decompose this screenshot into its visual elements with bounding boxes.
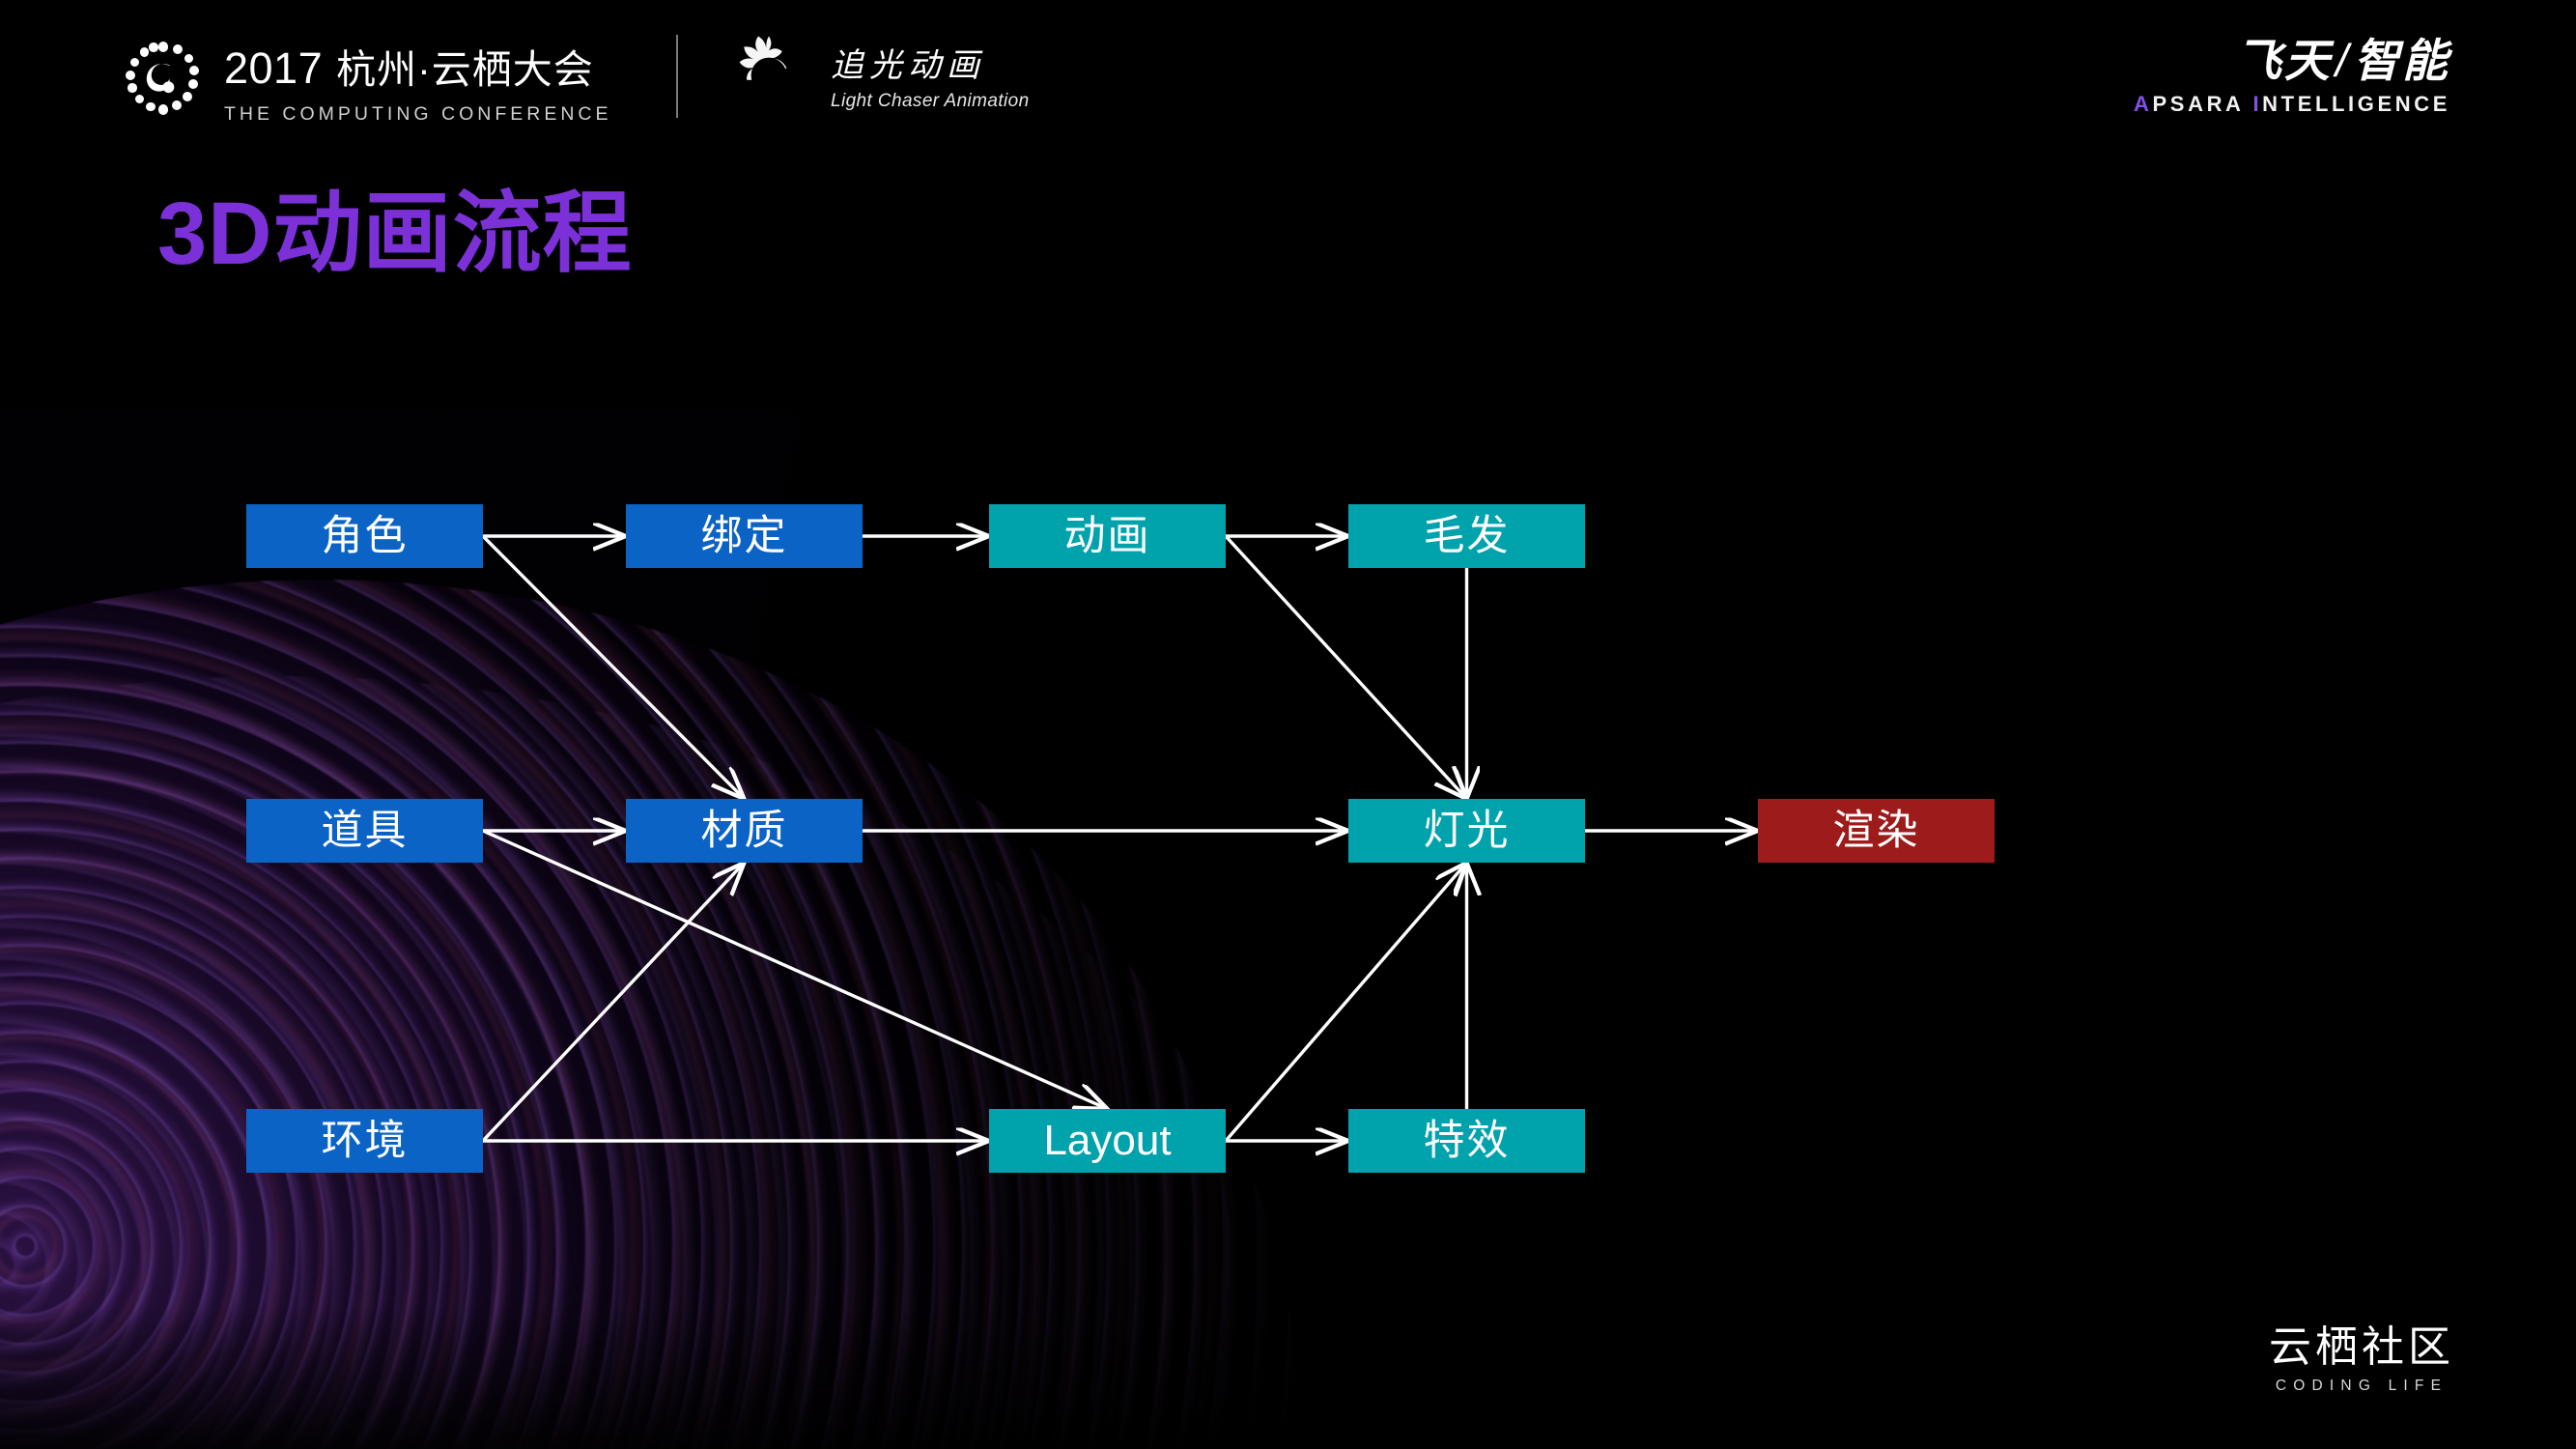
partner-logo: 追光动画 Light Chaser Animation [724,31,1030,120]
flow-node-label: 绑定 [700,512,788,559]
flow-edge-character-to-material [481,534,743,798]
conference-year: 2017 [224,43,324,93]
conference-logo: 2017 杭州·云栖大会 THE COMPUTING CONFERENCE [125,37,612,126]
flow-edge-layout-to-lighting [1224,865,1465,1143]
conference-name-cn: 杭州·云栖大会 [336,47,594,92]
flow-edge-environment-to-material [481,864,743,1143]
flow-node-label: 环境 [321,1117,409,1164]
background-bottom-fade [0,1304,2576,1449]
brand-name-en-ntelligence: NTELLIGENCE [2262,91,2450,116]
watermark-name-en: CODING LIFE [2275,1378,2449,1394]
flow-edge-props-to-layout [482,829,1106,1108]
conference-logo-text: 2017 杭州·云栖大会 THE COMPUTING CONFERENCE [224,37,612,126]
flow-node-material[interactable]: 材质 [626,799,863,863]
flow-node-character[interactable]: 角色 [246,504,483,568]
flow-node-lighting[interactable]: 灯光 [1348,799,1585,863]
watermark-name-cn: 云栖社区 [2269,1326,2454,1369]
site-watermark: 云栖社区 CODING LIFE [2269,1326,2454,1395]
header-divider [676,35,678,118]
light-chaser-flame-ring-icon [724,31,813,120]
background-top-fade [0,0,2576,454]
flow-node-label: Layout [1043,1117,1172,1164]
flow-node-label: 特效 [1423,1117,1511,1164]
flow-edge-animation-to-lighting [1224,534,1465,798]
flow-node-animation[interactable]: 动画 [989,504,1226,568]
page-title: 3D动画流程 [157,185,633,283]
flow-node-hair[interactable]: 毛发 [1348,504,1585,568]
flow-node-label: 道具 [321,807,409,854]
flow-node-label: 毛发 [1423,512,1511,559]
flow-node-label: 角色 [321,512,409,559]
flow-node-label: 材质 [700,807,788,854]
brand-logo: 飞天/智能 APSARA INTELLIGENCE [2134,37,2450,117]
flow-node-render[interactable]: 渲染 [1758,799,1995,863]
flow-node-vfx[interactable]: 特效 [1348,1109,1585,1173]
brand-name-en-i: I [2252,91,2263,116]
flow-node-environment[interactable]: 环境 [246,1109,483,1173]
brand-name-en-psara: PSARA [2152,91,2253,116]
flow-node-label: 渲染 [1832,807,1920,854]
flow-node-props[interactable]: 道具 [246,799,483,863]
flow-node-label: 动画 [1063,512,1151,559]
apsara-conference-dots-icon [125,41,201,119]
brand-name-en: APSARA INTELLIGENCE [2134,92,2450,117]
brand-name-cn-left: 飞天 [2235,35,2333,86]
brand-name-separator: / [2335,35,2351,86]
partner-name-en: Light Chaser Animation [831,91,1030,111]
slide-header: 2017 杭州·云栖大会 THE COMPUTING CONFERENCE 追光… [0,0,2576,169]
flow-node-label: 灯光 [1423,807,1511,854]
brand-name-en-a: A [2134,91,2153,116]
watermark-cn-text: 云栖社区 [2269,1323,2454,1371]
conference-tagline: THE COMPUTING CONFERENCE [224,103,612,125]
brand-name-cn: 飞天/智能 [2134,37,2450,85]
partner-logo-text: 追光动画 Light Chaser Animation [831,39,1030,112]
flow-node-layout[interactable]: Layout [989,1109,1226,1173]
partner-name-cn: 追光动画 [831,47,985,84]
flow-node-rigging[interactable]: 绑定 [626,504,863,568]
brand-name-cn-right: 智能 [2354,35,2450,86]
